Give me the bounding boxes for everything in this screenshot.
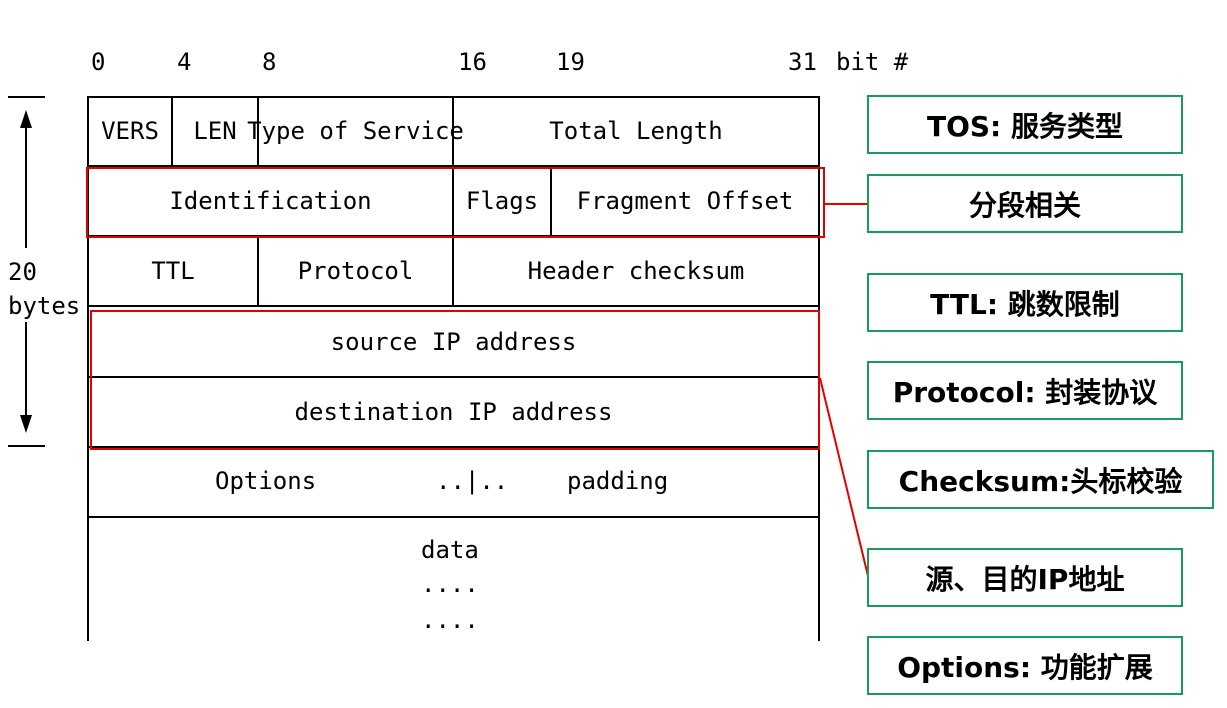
callout-tos: TOS: 服务类型	[867, 95, 1183, 154]
bit-label-8: 8	[262, 48, 277, 76]
field-padding: padding	[567, 467, 669, 495]
callout-options: Options: 功能扩展	[867, 636, 1183, 695]
bit-unit-label: bit #	[836, 48, 909, 76]
bit-label-0: 0	[91, 48, 106, 76]
callout-checksum: Checksum:头标校验	[867, 450, 1214, 509]
bit-label-19: 19	[556, 48, 585, 76]
callout-fragment: 分段相关	[867, 174, 1183, 233]
highlight-address-fields	[90, 310, 820, 450]
field-version: VERS	[101, 117, 159, 145]
data-ellipsis-1: ....	[421, 570, 479, 598]
field-options-separator: ..|..	[436, 467, 509, 495]
callout-address: 源、目的IP地址	[867, 548, 1183, 607]
field-destination-ip: destination IP address	[294, 398, 613, 426]
arrow-down-icon	[20, 415, 32, 433]
connector-address	[819, 377, 869, 577]
field-protocol: Protocol	[297, 257, 414, 285]
callout-protocol: Protocol: 封装协议	[867, 361, 1183, 420]
field-identification: Identification	[169, 187, 372, 215]
size-label-number: 20	[8, 258, 37, 286]
size-arrow-lower-line	[25, 322, 27, 422]
field-type-of-service: Type of Service	[247, 117, 464, 145]
arrow-up-icon	[20, 110, 32, 128]
field-source-ip: source IP address	[330, 327, 577, 356]
size-arrow-upper-line	[25, 118, 27, 248]
field-options: Options	[215, 467, 317, 495]
data-ellipsis-2: ....	[421, 606, 479, 634]
bit-label-4: 4	[177, 48, 192, 76]
size-label-unit: bytes	[8, 292, 81, 320]
callout-ttl: TTL: 跳数限制	[867, 273, 1183, 332]
size-bracket-bottom	[8, 445, 45, 447]
field-fragment-offset: Fragment Offset	[576, 187, 794, 215]
bit-label-16: 16	[458, 48, 487, 76]
field-flags: Flags	[465, 187, 539, 215]
size-bracket-top	[8, 96, 45, 98]
field-header-length: LEN	[193, 117, 237, 145]
field-total-length: Total Length	[549, 117, 723, 145]
highlight-fragment-fields	[86, 167, 825, 238]
field-ttl: TTL	[151, 257, 195, 285]
data-label: data	[421, 536, 479, 564]
bit-label-31: 31	[788, 48, 817, 76]
field-header-checksum: Header checksum	[527, 257, 745, 285]
